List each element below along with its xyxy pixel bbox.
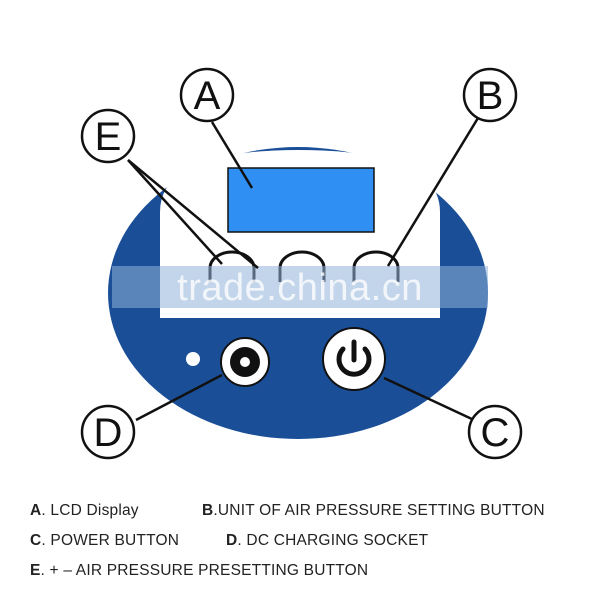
svg-text:E: E xyxy=(95,115,122,159)
lcd-display xyxy=(227,167,375,233)
watermark-text: trade.china.cn xyxy=(177,267,423,309)
callout-a: A xyxy=(179,67,235,123)
svg-text:C: C xyxy=(481,411,510,455)
legend-row-2: C. POWER BUTTON D. DC CHARGING SOCKET xyxy=(30,526,590,556)
legend-item-d: D. DC CHARGING SOCKET xyxy=(226,532,429,549)
unit-button[interactable] xyxy=(352,250,400,282)
leader-e-1 xyxy=(127,159,223,265)
svg-text:D: D xyxy=(94,411,123,455)
power-icon xyxy=(336,339,372,377)
plus-button[interactable] xyxy=(278,250,326,282)
callout-b: B xyxy=(462,67,518,123)
leader-d xyxy=(135,373,223,422)
legend-item-a: A. LCD Display xyxy=(30,502,139,519)
svg-text:A: A xyxy=(194,74,221,118)
legend-item-e: E. + – AIR PRESSURE PRESETTING BUTTON xyxy=(30,562,369,579)
leader-b xyxy=(386,117,480,267)
watermark-band xyxy=(112,266,488,308)
callout-c: C xyxy=(467,404,523,460)
legend: A. LCD Display B.UNIT OF AIR PRESSURE SE… xyxy=(30,496,590,586)
callout-d: D xyxy=(80,404,136,460)
indicator-dot xyxy=(186,352,200,366)
leader-c xyxy=(383,376,475,422)
legend-item-c: C. POWER BUTTON xyxy=(30,532,180,549)
leader-a xyxy=(210,121,254,189)
dc-socket-icon[interactable] xyxy=(220,337,270,387)
legend-row-1: A. LCD Display B.UNIT OF AIR PRESSURE SE… xyxy=(30,496,590,526)
svg-text:B: B xyxy=(477,74,504,118)
legend-item-b: B.UNIT OF AIR PRESSURE SETTING BUTTON xyxy=(202,502,545,519)
leader-e-2 xyxy=(127,159,259,269)
power-button[interactable] xyxy=(322,327,386,391)
callout-e: E xyxy=(80,108,136,164)
legend-row-3: E. + – AIR PRESSURE PRESETTING BUTTON xyxy=(30,556,590,586)
